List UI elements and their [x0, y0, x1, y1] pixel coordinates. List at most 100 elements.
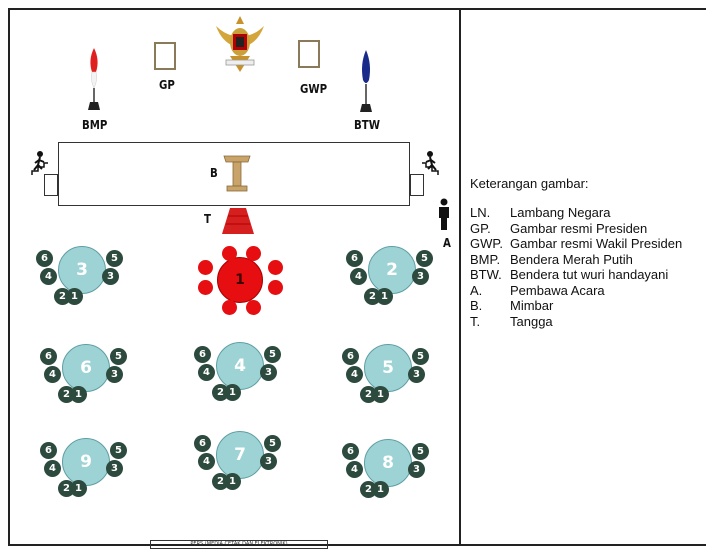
legend-item: BTW.Bendera tut wuri handayani [470, 267, 682, 283]
legend-item-code: GP. [470, 220, 491, 236]
president-portrait-frame [154, 42, 176, 70]
table-3: 3 [58, 246, 106, 294]
chair: 6 [40, 442, 57, 459]
label-btw: BTW [354, 118, 380, 132]
chair: 5 [412, 443, 429, 460]
chair: 4 [198, 364, 215, 381]
chair: 2 [364, 288, 381, 305]
chair: 4 [346, 461, 363, 478]
flag-red-white-icon [88, 48, 100, 110]
chair: 2 [212, 384, 229, 401]
legend-item: GWP.Gambar resmi Wakil Presiden [470, 236, 682, 252]
table-5: 5 [364, 344, 412, 392]
chair: 5 [106, 250, 123, 267]
legend-item: GP. Gambar resmi Presiden [470, 221, 682, 237]
chair: 3 [260, 453, 277, 470]
stage-stairs-shape [222, 208, 254, 234]
legend-item-text: Mimbar [510, 298, 554, 313]
legend-item-code: BTW. [470, 267, 502, 282]
chair: 3 [408, 366, 425, 383]
table-2: 2 [368, 246, 416, 294]
label-gp: GP [159, 78, 175, 92]
diagram-frame [8, 8, 706, 546]
chair: 3 [106, 366, 123, 383]
chair: 2 [360, 386, 377, 403]
chair: 3 [260, 364, 277, 381]
legend-item-code: B. [470, 298, 483, 313]
table-9: 9 [62, 438, 110, 486]
chair: 4 [346, 366, 363, 383]
chair: 6 [194, 346, 211, 363]
chair: 4 [198, 453, 215, 470]
legend-item: T.Tangga [470, 314, 682, 330]
vice-president-portrait-frame [298, 40, 320, 68]
chair: 6 [194, 435, 211, 452]
legend-item-code: GWP. [470, 236, 503, 251]
chair: 5 [264, 346, 281, 363]
chair: 5 [412, 348, 429, 365]
label-a: A [443, 236, 451, 250]
chair: 3 [412, 268, 429, 285]
vip-chair [198, 280, 213, 295]
legend-item-text: Lambang Negara [510, 205, 611, 220]
stairs-icon [422, 151, 439, 175]
chair: 4 [350, 268, 367, 285]
chair: 5 [110, 442, 127, 459]
chair: 2 [212, 473, 229, 490]
vip-chair [246, 300, 261, 315]
table-7: 7 [216, 431, 264, 479]
chair: 4 [44, 366, 61, 383]
chair: 4 [40, 268, 57, 285]
label-b: B [210, 166, 218, 180]
legend-item: B. Mimbar [470, 298, 682, 314]
stairs-icon [31, 151, 48, 175]
legend-item: BMP. Bendera Merah Putih [470, 252, 682, 268]
legend-item-text: Bendera Merah Putih [510, 251, 633, 267]
chair: 5 [110, 348, 127, 365]
legend-item: LN. Lambang Negara [470, 205, 682, 221]
table-4: 4 [216, 342, 264, 390]
table-1: 1 [217, 257, 263, 303]
stage-step-left [44, 174, 58, 196]
chair: 6 [40, 348, 57, 365]
panel-divider [459, 8, 461, 546]
stage-step-right [410, 174, 424, 196]
legend-item-code: A. [470, 282, 483, 298]
legend-item-text: Tangga [510, 313, 553, 329]
press-area-label: PERS (MEDIA CETAK DAN ELEKTRONIK) [150, 540, 328, 549]
garuda-emblem-icon [216, 16, 264, 72]
chair: 5 [416, 250, 433, 267]
chair: 6 [342, 348, 359, 365]
chair: 2 [54, 288, 71, 305]
vip-chair [198, 260, 213, 275]
person-icon [439, 198, 449, 230]
chair: 2 [58, 386, 75, 403]
legend-item-text: Gambar resmi Presiden [510, 220, 648, 236]
chair: 2 [58, 480, 75, 497]
label-t: T [204, 212, 211, 226]
vip-chair [268, 260, 283, 275]
table-6: 6 [62, 344, 110, 392]
vip-chair [222, 246, 237, 261]
chair: 6 [346, 250, 363, 267]
chair: 6 [342, 443, 359, 460]
table-8: 8 [364, 439, 412, 487]
vip-chair [268, 280, 283, 295]
chair: 3 [408, 461, 425, 478]
vip-chair [222, 300, 237, 315]
chair: 3 [106, 460, 123, 477]
chair: 4 [44, 460, 61, 477]
label-gwp: GWP [300, 82, 328, 96]
vip-chair [246, 246, 261, 261]
podium-icon [223, 155, 251, 192]
legend-item-text: Pembawa Acara [510, 282, 605, 298]
legend-item: A. Pembawa Acara [470, 283, 682, 299]
legend-item-code: BMP. [470, 251, 501, 267]
chair: 6 [36, 250, 53, 267]
label-bmp: BMP [82, 118, 108, 132]
chair: 3 [102, 268, 119, 285]
legend-item-code: LN. [470, 205, 491, 220]
legend-title: Keterangan gambar: [470, 176, 589, 191]
chair: 2 [360, 481, 377, 498]
